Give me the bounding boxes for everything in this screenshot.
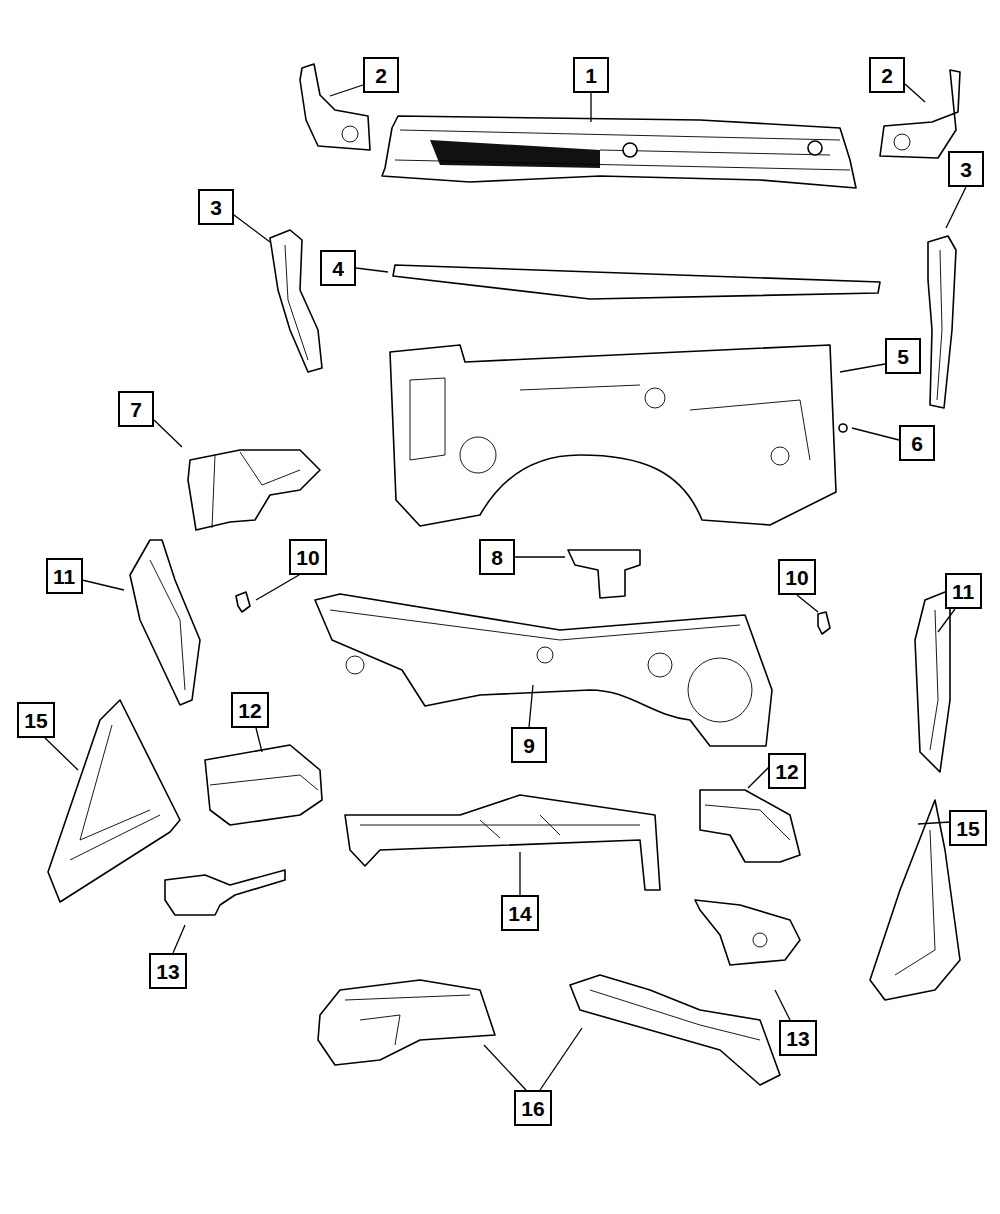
callout-number: 11 (53, 566, 75, 587)
callout-number: 15 (956, 818, 979, 839)
callout-number-box: 4 (320, 250, 356, 286)
callout-number: 3 (210, 197, 222, 218)
callout-number-box: 5 (885, 338, 921, 374)
callout-number-box: 3 (948, 151, 984, 187)
callout-number: 4 (332, 258, 344, 279)
callout-number: 12 (238, 700, 261, 721)
callout-number-box: 2 (363, 57, 399, 93)
callout-number-box: 13 (149, 953, 187, 989)
callout-number: 14 (508, 903, 531, 924)
callout-number-box: 9 (511, 727, 547, 763)
callout-number: 10 (785, 567, 808, 588)
callout-number: 13 (156, 961, 179, 982)
callout-number-box: 15 (17, 702, 55, 738)
callout-number: 13 (786, 1028, 809, 1049)
callout-number-box: 14 (501, 895, 539, 931)
callout-number-box: 13 (779, 1020, 817, 1056)
callout-number: 8 (491, 547, 503, 568)
callout-number-box: 2 (869, 57, 905, 93)
callout-number: 7 (130, 399, 142, 420)
callout-number-box: 11 (46, 558, 83, 594)
callout-number-box: 10 (289, 539, 327, 575)
callout-number-box: 10 (778, 559, 816, 595)
callout-number: 2 (375, 65, 387, 86)
callout-number-box: 15 (949, 810, 987, 846)
callout-number: 11 (952, 581, 974, 602)
callout-number-box: 7 (118, 391, 154, 427)
callout-number: 1 (585, 65, 597, 86)
callout-number-box: 6 (899, 425, 935, 461)
callout-number: 5 (897, 346, 909, 367)
callout-number: 3 (960, 159, 972, 180)
callout-number: 15 (24, 710, 47, 731)
callout-number: 16 (521, 1098, 544, 1119)
callout-number-box: 3 (198, 189, 234, 225)
callout-number-box: 8 (479, 539, 515, 575)
callout-number: 2 (881, 65, 893, 86)
callout-number-box: 12 (231, 692, 269, 728)
callout-number-box: 16 (514, 1090, 552, 1126)
callout-number-box: 11 (945, 573, 982, 609)
callout-number-box: 12 (768, 753, 806, 789)
callout-number: 12 (775, 761, 798, 782)
callout-number: 9 (523, 735, 535, 756)
callout-number-box: 1 (573, 57, 609, 93)
callout-number: 6 (911, 433, 923, 454)
callout-number: 10 (296, 547, 319, 568)
